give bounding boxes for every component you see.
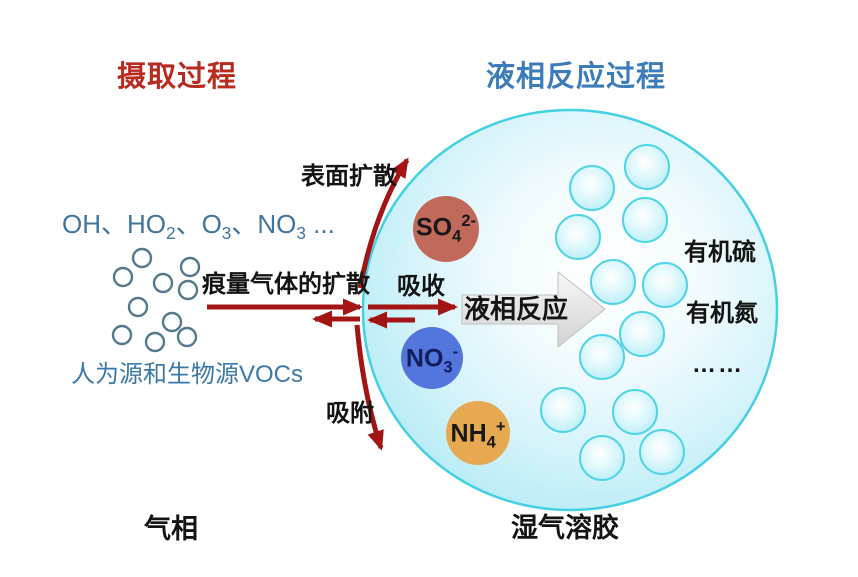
gas-molecule: [179, 256, 201, 278]
surface-diffusion-label: 表面扩散: [301, 163, 397, 190]
sulfate-circle: [413, 196, 479, 262]
oxidants-part: 、O: [175, 209, 222, 239]
gas-molecule: [144, 331, 166, 353]
oxidants-subscript: 2: [166, 223, 176, 244]
droplet-bubble: [579, 435, 625, 481]
ammonium-formula: NH4+: [428, 418, 528, 452]
gas-molecule: [127, 296, 149, 318]
oxidants-part: OH、HO: [62, 209, 167, 239]
ammonium-subscript: 4: [486, 433, 496, 452]
droplet-bubble: [590, 259, 636, 305]
oxidants-subscript: 3: [221, 223, 232, 244]
wet-aerosol-label: 湿气溶胶: [511, 513, 619, 543]
surface-diffusion-arrow: [357, 157, 410, 289]
liquid-reaction-process-title: 液相反应过程: [486, 61, 667, 93]
droplet-bubble: [569, 165, 615, 211]
red-arrows: [207, 157, 458, 451]
sulfate-charge: 2-: [461, 212, 476, 230]
liquid-reaction-arrow: [461, 270, 606, 349]
droplet-bubble: [579, 334, 625, 380]
gas-molecule: [176, 326, 198, 348]
ammonium-base: NH: [450, 419, 487, 448]
droplet-bubbles: [540, 144, 688, 481]
absorption-label: 吸收: [397, 273, 445, 300]
oxidants-subscript: 3: [296, 223, 306, 244]
uptake-process-title: 摄取过程: [117, 61, 238, 93]
ellipsis-label: ……: [692, 351, 744, 378]
droplet-bubble: [622, 197, 668, 243]
droplet-bubble: [619, 311, 665, 357]
droplet-bubble: [639, 429, 685, 475]
droplet-bubble: [642, 262, 688, 308]
nitrate-subscript: 3: [443, 358, 453, 377]
nitrate-charge: -: [452, 343, 459, 361]
droplet-bubble: [612, 389, 658, 435]
gas-molecules: [111, 247, 201, 353]
sulfate-subscript: 4: [452, 227, 462, 246]
gas-molecule: [177, 279, 199, 301]
gas-molecule: [112, 266, 134, 288]
voc-sources-label: 人为源和生物源VOCs: [71, 361, 304, 388]
organic-nitrogen-label: 有机氮: [686, 300, 758, 327]
gas-molecule: [131, 247, 153, 269]
nitrate-circle: [401, 327, 463, 389]
gas-molecule: [161, 311, 183, 333]
organic-sulfur-label: 有机硫: [684, 239, 756, 266]
droplet-bubble: [555, 214, 601, 260]
adsorption-arrow: [354, 324, 384, 451]
gas-phase-label: 气相: [144, 514, 198, 544]
liquid-reaction-label: 液相反应: [464, 294, 569, 324]
nitrate-base: NO: [405, 344, 444, 373]
trace-gas-diffusion-label: 痕量气体的扩散: [202, 271, 370, 298]
gas-molecule: [152, 272, 174, 294]
oxidants-part: ...: [305, 209, 335, 239]
sulfate-base: SO: [416, 213, 453, 242]
droplet-bubble: [540, 387, 586, 433]
adsorption-label: 吸附: [326, 400, 374, 427]
sulfate-formula: SO42-: [396, 212, 496, 246]
oxidants-part: 、NO: [231, 209, 297, 239]
nitrate-formula: NO3-: [382, 343, 482, 377]
ammonium-charge: +: [495, 418, 506, 436]
oxidants-list: OH、HO2、O3、NO3 ...: [62, 210, 335, 243]
droplet-bubble: [624, 144, 670, 190]
gas-molecule: [111, 324, 133, 346]
ammonium-circle: [446, 401, 510, 465]
